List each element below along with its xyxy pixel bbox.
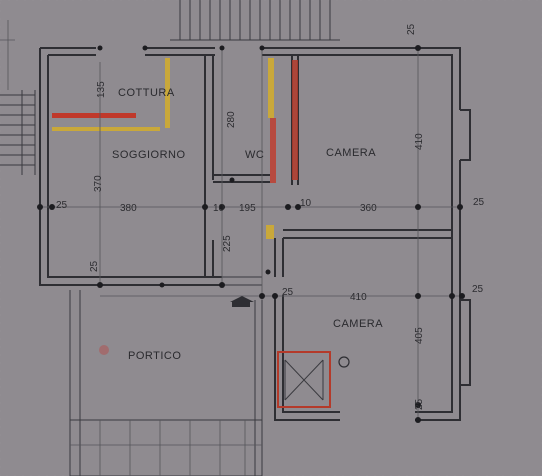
dimension-380: 380 [120,203,137,214]
dimension-25-mid-left: 25 [89,260,100,272]
portico [69,290,263,476]
dimension-225: 225 [222,235,233,252]
dimension-405: 405 [414,327,425,344]
dimension-280: 280 [226,111,237,128]
dimension-25-bottom: 25 [414,398,425,410]
room-label-camera-bottom: CAMERA [333,318,383,330]
dimension-10-a: 10 [213,203,225,214]
dimension-25-mid: 25 [282,287,294,298]
node-dots [37,45,465,423]
dimension-370: 370 [93,175,104,192]
room-label-soggiorno: SOGGIORNO [112,149,186,161]
dimension-25-left: 25 [56,200,68,211]
dimension-195: 195 [239,203,256,214]
room-label-camera-top: CAMERA [326,147,376,159]
dimension-25-top-right: 25 [406,23,417,35]
dimension-25-right: 25 [473,197,485,208]
room-label-wc: WC [245,149,264,161]
dimension-410-right: 410 [414,133,425,150]
entrance-arrow [230,296,254,307]
room-label-portico: PORTICO [128,350,181,362]
dimension-360: 360 [360,203,377,214]
outer-walls [39,47,471,421]
colored-accents [52,58,298,239]
small-stair [277,351,350,408]
dimension-25-mid-right: 25 [472,284,484,295]
dimension-10-b: 10 [300,198,312,209]
dimension-410-mid: 410 [350,292,367,303]
left-staircase [0,20,36,175]
dimension-lines [40,48,465,420]
room-label-cottura: COTTURA [118,87,175,99]
dimension-135: 135 [96,81,107,98]
top-staircase [170,0,340,41]
